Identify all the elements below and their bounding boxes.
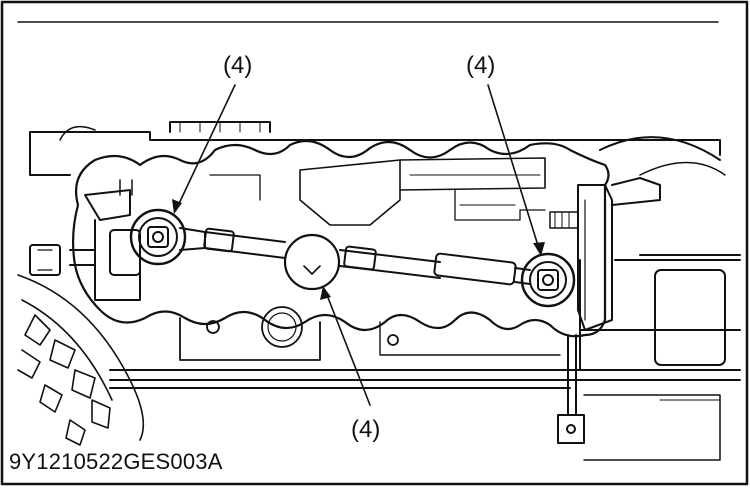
figure-id: 9Y1210522GES003A <box>9 449 223 474</box>
steering-linkage-parts <box>209 157 546 226</box>
chassis-upper <box>29 121 726 176</box>
left-tie-rod-end <box>129 208 206 266</box>
leader-left <box>175 84 236 211</box>
tie-rod-center <box>283 233 341 291</box>
right-tie-rod-end <box>520 252 576 308</box>
arrowhead-left <box>172 199 182 214</box>
arrowhead-right <box>533 242 545 256</box>
right-knuckle <box>549 177 661 331</box>
hanging-bracket <box>557 334 721 461</box>
leader-lines <box>175 84 541 406</box>
cutaway-outline <box>71 139 610 338</box>
tie-rod <box>203 227 531 286</box>
left-hex-nut <box>29 244 61 276</box>
callout-label-left: (4) <box>223 52 252 79</box>
leader-center <box>324 289 371 406</box>
leader-right <box>487 84 541 253</box>
lower-bracket <box>179 306 561 361</box>
tire <box>17 274 145 446</box>
chassis-lower <box>109 254 741 389</box>
callout-label-right: (4) <box>466 52 495 79</box>
arrowhead-center <box>320 286 331 300</box>
left-knuckle <box>69 179 141 301</box>
callout-label-center: (4) <box>351 416 380 443</box>
